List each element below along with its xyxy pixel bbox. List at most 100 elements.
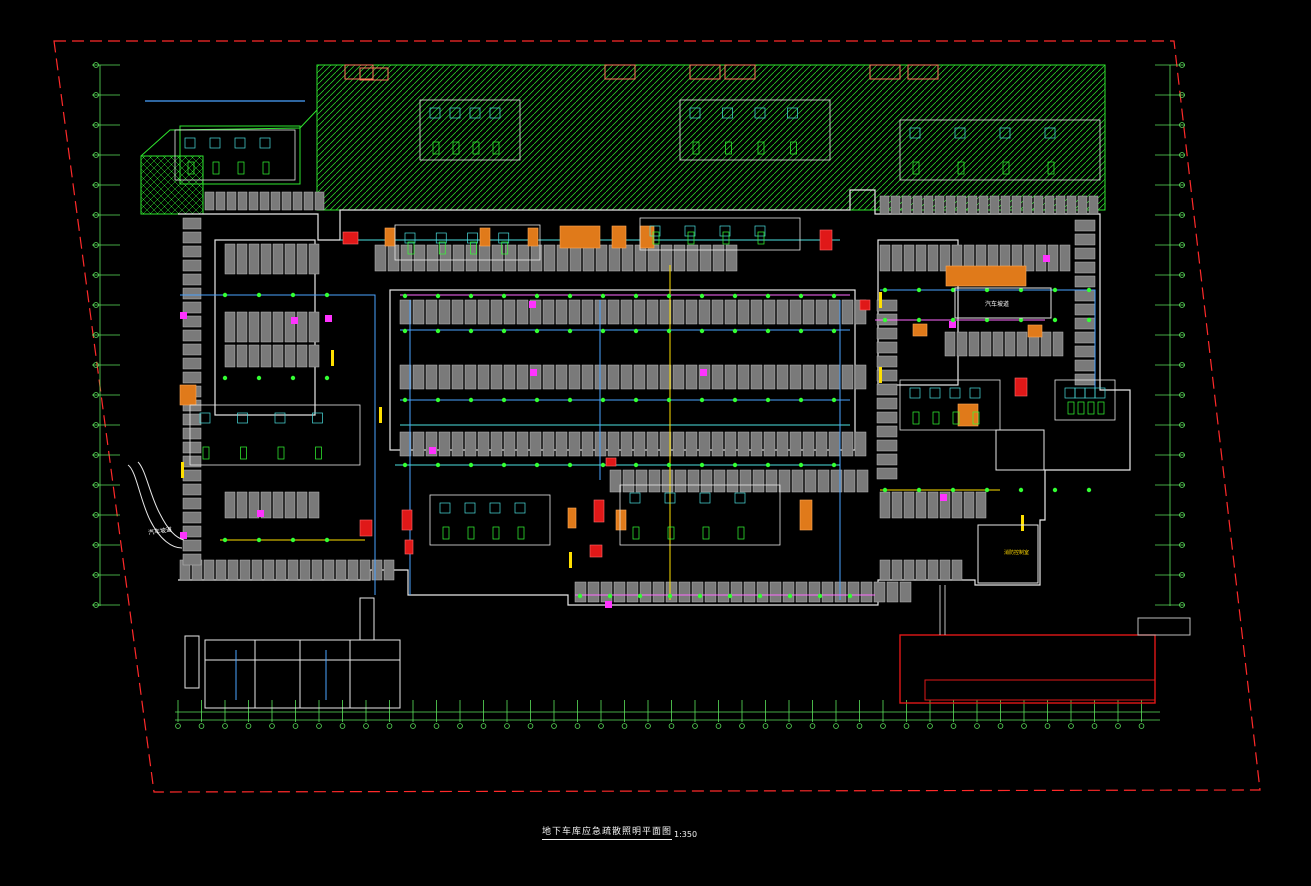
- core-fixture: [237, 412, 248, 424]
- parking-stall: [763, 431, 776, 457]
- parking-stall: [980, 331, 992, 357]
- parking-stall: [873, 581, 886, 603]
- parking-stall: [182, 539, 202, 552]
- parking-stall: [383, 559, 395, 581]
- core-fixture: [492, 526, 500, 540]
- exit-sign-icon: [950, 287, 956, 293]
- core-fixture: [498, 232, 510, 244]
- core-fixture: [722, 231, 730, 245]
- parking-stall: [237, 191, 248, 211]
- parking-stall: [272, 344, 284, 368]
- core-fixture: [754, 107, 766, 119]
- parking-stall: [308, 491, 320, 519]
- parking-stall: [815, 431, 828, 457]
- fire-equipment-icon: [605, 457, 617, 467]
- parking-stall: [687, 469, 700, 493]
- exit-sign-icon: [916, 317, 922, 323]
- parking-stall: [717, 581, 730, 603]
- parking-stall: [284, 344, 296, 368]
- parking-stall: [899, 581, 912, 603]
- core-fixture: [438, 241, 446, 255]
- fire-equipment-icon: [1027, 324, 1043, 338]
- exit-sign-icon: [667, 593, 673, 599]
- parking-stall: [713, 469, 726, 493]
- parking-stall: [646, 431, 659, 457]
- axis-bubble: [93, 452, 99, 458]
- emergency-light-icon: [700, 369, 707, 376]
- fire-equipment-icon: [611, 225, 627, 249]
- parking-stall: [678, 581, 691, 603]
- exit-sign-icon: [290, 375, 296, 381]
- parking-stall: [737, 299, 750, 325]
- parking-stall: [939, 559, 951, 581]
- parking-stall: [1044, 195, 1055, 215]
- parking-stall: [182, 259, 202, 272]
- exit-sign-icon: [600, 328, 606, 334]
- core-fixture: [514, 502, 526, 514]
- emergency-light-icon: [529, 301, 536, 308]
- parking-stall: [856, 469, 869, 493]
- core-fixture: [237, 161, 245, 175]
- axis-bubble: [739, 723, 745, 729]
- parking-stall: [915, 559, 927, 581]
- parking-stall: [182, 217, 202, 230]
- parking-stall: [412, 431, 425, 457]
- parking-stall: [879, 195, 890, 215]
- parking-stall: [915, 244, 927, 272]
- parking-stall: [182, 343, 202, 356]
- parking-stall: [750, 364, 763, 390]
- parking-stall: [568, 299, 581, 325]
- parking-stall: [927, 559, 939, 581]
- axis-bubble: [1179, 542, 1185, 548]
- parking-stall: [633, 299, 646, 325]
- exit-sign-icon: [879, 292, 882, 308]
- parking-stall: [927, 491, 939, 519]
- axis-bubble: [527, 723, 534, 729]
- parking-stall: [182, 329, 202, 342]
- parking-stall: [260, 243, 272, 275]
- exit-sign-icon: [468, 328, 474, 334]
- parking-stall: [626, 581, 639, 603]
- fire-equipment-icon: [401, 509, 413, 531]
- parking-stall: [934, 195, 945, 215]
- parking-stall: [1023, 244, 1035, 272]
- parking-stall: [1074, 373, 1096, 386]
- exit-sign-icon: [501, 293, 507, 299]
- exit-sign-icon: [727, 593, 733, 599]
- parking-stall: [621, 244, 634, 272]
- parking-stall: [296, 311, 308, 343]
- parking-stall: [967, 195, 978, 215]
- parking-stall: [841, 299, 854, 325]
- parking-stall: [927, 244, 939, 272]
- parking-stall: [517, 244, 530, 272]
- exit-sign-icon: [787, 593, 793, 599]
- core-fixture: [464, 502, 476, 514]
- core-fixture: [1077, 401, 1085, 415]
- parking-stall: [711, 364, 724, 390]
- parking-stall: [1074, 331, 1096, 344]
- fire-equipment-icon: [859, 299, 871, 311]
- parking-stall: [750, 299, 763, 325]
- parking-stall: [542, 299, 555, 325]
- parking-stall: [555, 431, 568, 457]
- parking-stall: [516, 299, 529, 325]
- parking-stall: [739, 469, 752, 493]
- fire-equipment-icon: [615, 509, 627, 531]
- residential-tower-zone: [140, 64, 1106, 215]
- axis-bubble: [93, 122, 99, 128]
- axis-bubble: [93, 152, 99, 158]
- parking-stall: [635, 469, 648, 493]
- exit-sign-icon: [181, 462, 184, 478]
- fire-room-label: 消防控制室: [1004, 550, 1030, 556]
- parking-stall: [600, 581, 613, 603]
- parking-stall: [951, 559, 963, 581]
- core-fixture: [687, 231, 695, 245]
- axis-bubble: [457, 723, 463, 729]
- stair-core: [899, 379, 1001, 431]
- axis-bubble: [1179, 92, 1185, 98]
- parking-stall: [890, 195, 901, 215]
- parking-stall: [248, 491, 260, 519]
- core-fixture: [209, 137, 221, 149]
- parking-stall: [587, 581, 600, 603]
- axis-bubble: [93, 362, 99, 368]
